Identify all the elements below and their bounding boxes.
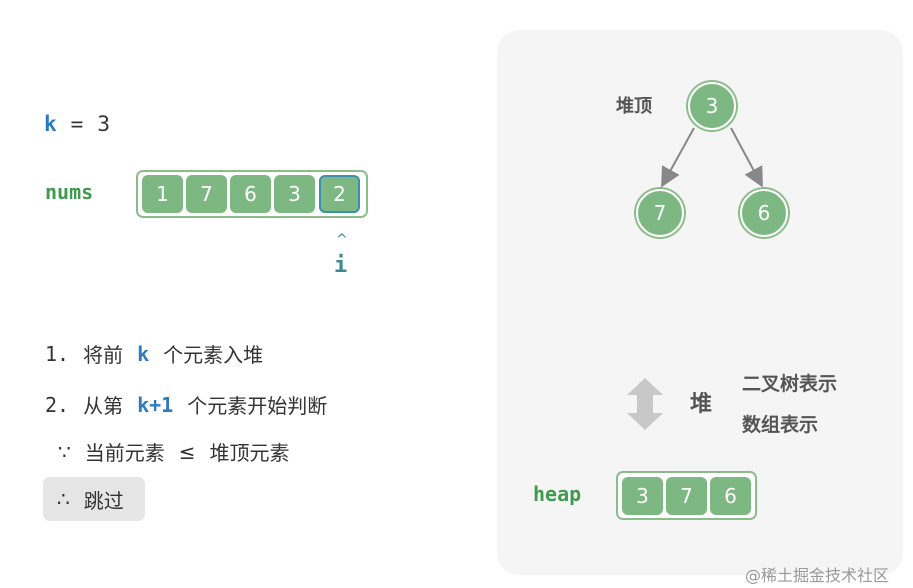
k-variable: k — [44, 112, 57, 136]
heap-label: heap — [533, 482, 582, 506]
nums-cell: 6 — [230, 175, 271, 213]
heap-cell: 7 — [666, 477, 707, 515]
step-k: k+1 — [137, 392, 174, 417]
repr-array-label: 数组表示 — [742, 414, 819, 436]
pointer-arrow-icon: ^ — [336, 232, 348, 248]
edge-right — [730, 127, 763, 188]
equals-sign: = — [70, 112, 84, 136]
therefore-symbol: ∴ — [57, 487, 70, 511]
k-value: 3 — [97, 112, 110, 136]
heap-cell: 3 — [622, 477, 663, 515]
step-text-post: 个元素开始判断 — [187, 394, 328, 418]
step-number: 1. — [45, 341, 70, 366]
step-2: 2. 从第 k+1 个元素开始判断 — [45, 390, 327, 419]
heap-top-label: 堆顶 — [616, 96, 652, 117]
edge-left — [661, 127, 695, 188]
tree-node-left: 7 — [636, 189, 684, 237]
nums-cell: 7 — [186, 175, 227, 213]
step-text-pre: 将前 — [83, 343, 124, 367]
nums-cell: 3 — [274, 175, 315, 213]
step-1: 1. 将前 k 个元素入堆 — [45, 339, 263, 368]
tree-node-root: 3 — [688, 82, 736, 130]
step-text-pre: 从第 — [83, 394, 124, 418]
heap-cell: 6 — [710, 477, 751, 515]
condition-operator: ≤ — [178, 439, 196, 464]
heap-legend: 堆 — [690, 392, 713, 417]
double-arrow-icon — [627, 378, 663, 430]
heap-array: 3 7 6 — [616, 471, 757, 520]
nums-array: 1 7 6 3 2 — [136, 170, 368, 218]
pointer-label: i — [334, 253, 348, 278]
condition-right: 堆顶元素 — [209, 441, 290, 465]
nums-label: nums — [45, 180, 94, 204]
step-text-post: 个元素入堆 — [163, 343, 264, 367]
step-number: 2. — [45, 392, 70, 417]
k-assignment: k = 3 — [44, 112, 110, 136]
result-badge: ∴ 跳过 — [43, 477, 145, 521]
watermark: @稀土掘金技术社区 — [745, 566, 890, 585]
step-k: k — [137, 341, 150, 366]
nums-cell-current: 2 — [319, 175, 360, 213]
condition-line: ∵ 当前元素 ≤ 堆顶元素 — [58, 437, 290, 466]
because-symbol: ∵ — [58, 439, 71, 464]
tree-node-right: 6 — [740, 189, 788, 237]
repr-tree-label: 二叉树表示 — [742, 373, 838, 395]
condition-left: 当前元素 — [84, 441, 165, 465]
result-text: 跳过 — [83, 488, 124, 513]
nums-cell: 1 — [142, 175, 183, 213]
